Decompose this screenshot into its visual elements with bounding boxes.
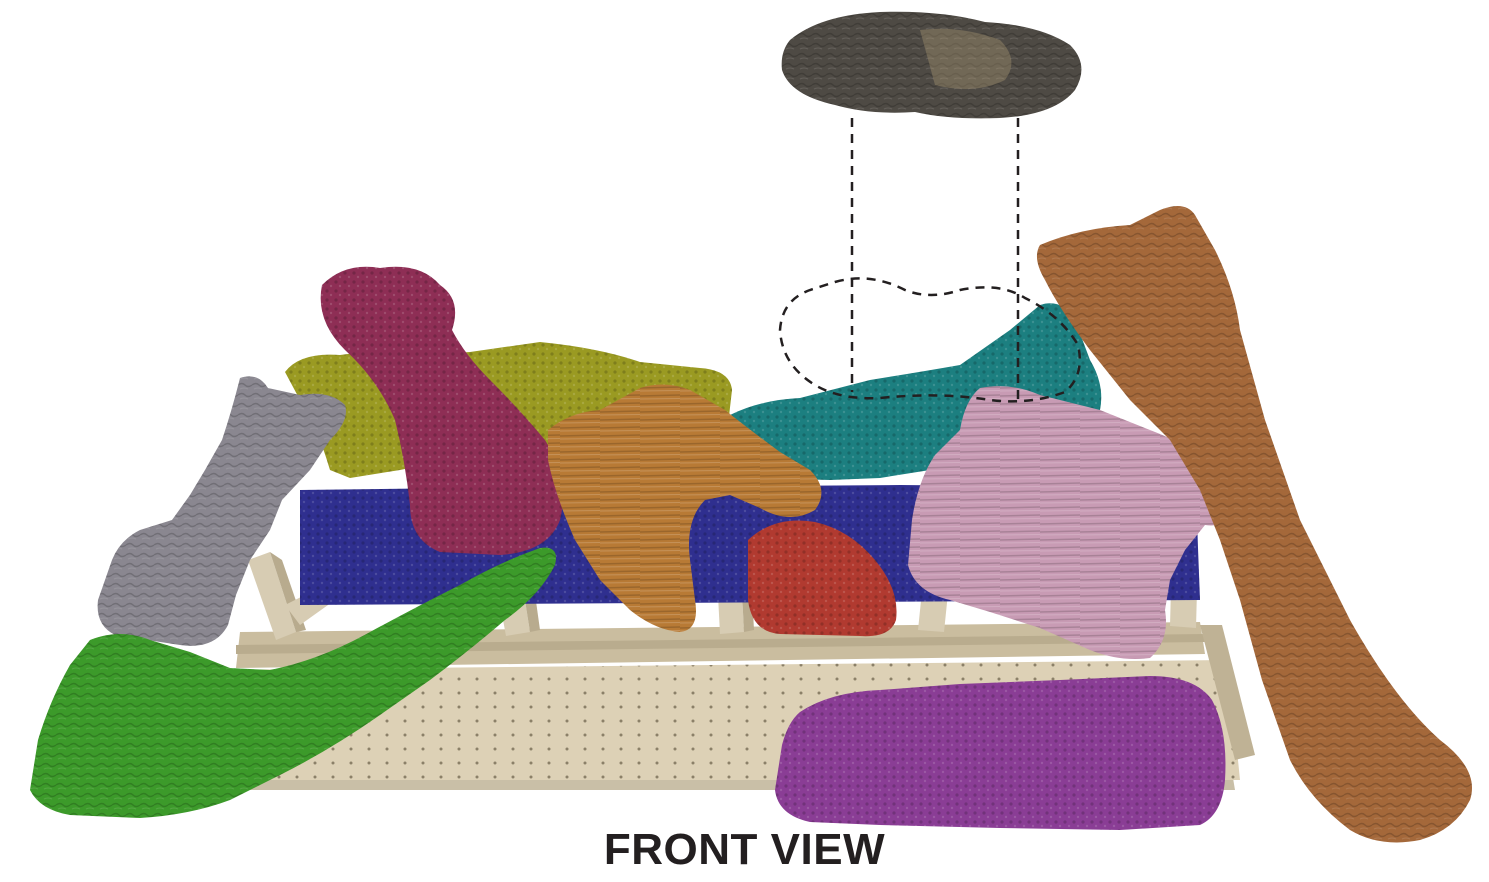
view-caption: FRONT VIEW — [0, 828, 1489, 872]
log-top-detached — [782, 12, 1082, 119]
log-purple-front — [775, 676, 1225, 830]
